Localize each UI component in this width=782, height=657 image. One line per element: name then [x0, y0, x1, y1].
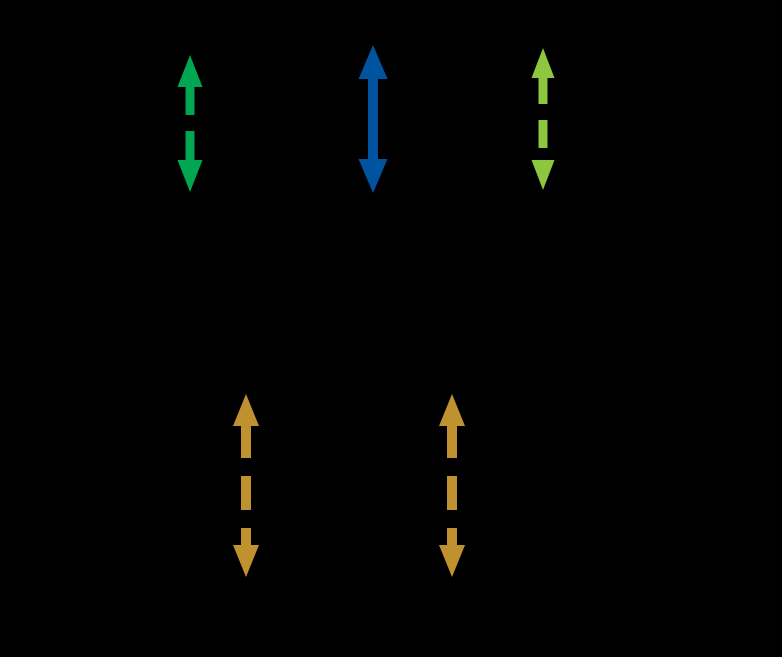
arrows-layer [177, 45, 555, 577]
green-dashed-double-arrow-left-head-down [177, 160, 203, 192]
green-dashed-double-arrow-left-head-up [177, 55, 203, 87]
blue-solid-double-arrow-center-head-down [358, 159, 388, 193]
light-green-dashed-double-arrow-right-head-down [531, 160, 555, 190]
green-dashed-double-arrow-left [177, 55, 203, 192]
light-green-dashed-double-arrow-right-head-up [531, 48, 555, 78]
gold-dashed-double-arrow-lower-right-head-up [439, 394, 465, 426]
blue-solid-double-arrow-center [358, 45, 388, 193]
blue-solid-double-arrow-center-head-up [358, 45, 388, 79]
gold-dashed-double-arrow-lower-right-head-down [439, 545, 465, 577]
gold-dashed-double-arrow-lower-right [439, 394, 465, 577]
light-green-dashed-double-arrow-right [531, 48, 555, 190]
gold-dashed-double-arrow-lower-left-head-up [233, 394, 259, 426]
gold-dashed-double-arrow-lower-left-head-down [233, 545, 259, 577]
gold-dashed-double-arrow-lower-left [233, 394, 259, 577]
